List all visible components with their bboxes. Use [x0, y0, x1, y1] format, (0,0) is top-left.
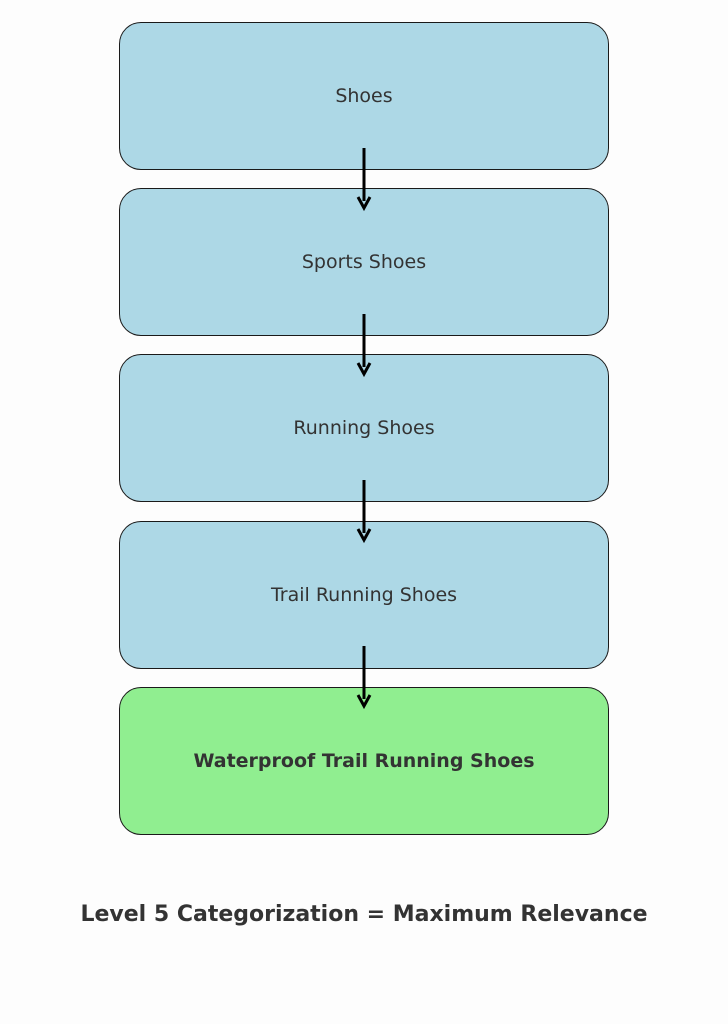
- node-label: Sports Shoes: [301, 251, 427, 273]
- node-label: Running Shoes: [293, 417, 435, 439]
- node-running-shoes: Running Shoes: [119, 354, 609, 502]
- node-sports-shoes: Sports Shoes: [119, 188, 609, 336]
- node-label: Shoes: [335, 85, 393, 107]
- node-waterproof-trail-running-shoes: Waterproof Trail Running Shoes: [119, 687, 609, 835]
- footer-caption: Level 5 Categorization = Maximum Relevan…: [80, 902, 648, 927]
- node-label: Waterproof Trail Running Shoes: [193, 750, 535, 772]
- node-shoes: Shoes: [119, 22, 609, 170]
- node-label: Trail Running Shoes: [270, 584, 458, 606]
- node-trail-running-shoes: Trail Running Shoes: [119, 521, 609, 669]
